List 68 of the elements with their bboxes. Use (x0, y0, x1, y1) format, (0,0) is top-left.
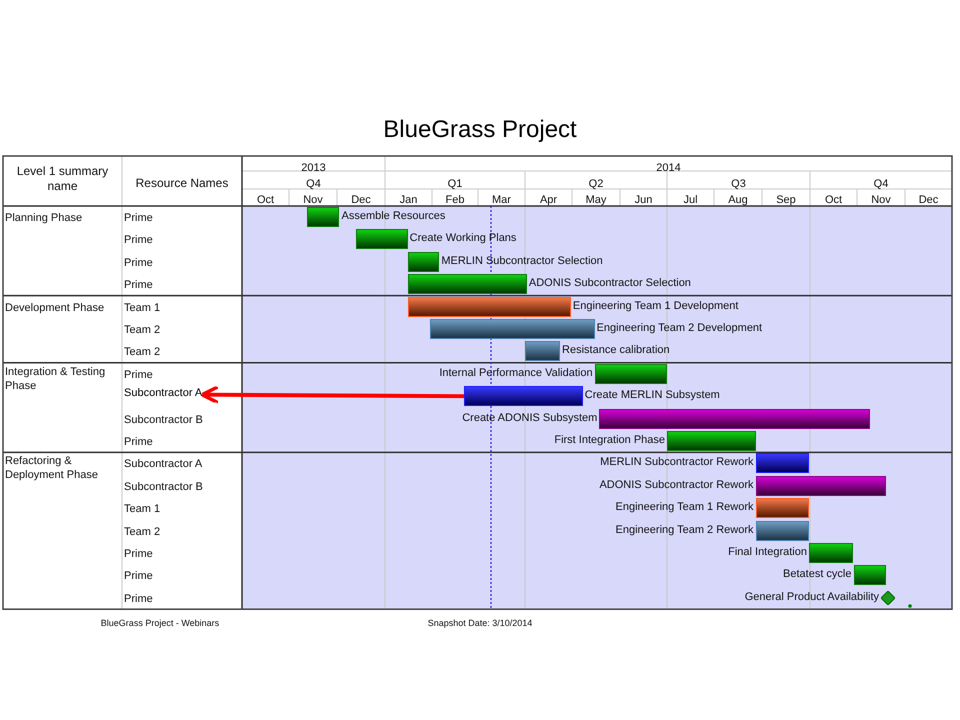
resource-name: Prime (124, 592, 153, 606)
arrow (200, 385, 464, 405)
task-label: First Integration Phase (554, 434, 666, 447)
resource-name: Team 1 (124, 300, 160, 315)
footer-text: BlueGrass Project - Webinars (100, 617, 220, 629)
resource-name: Prime (124, 233, 153, 248)
resource-name: Subcontractor B (124, 480, 203, 494)
phase-name: Refactoring & Deployment Phase (5, 454, 99, 482)
column-header: Level 1 summary name (16, 164, 110, 194)
resource-name: Team 2 (124, 345, 160, 360)
task-label: Assemble Resources (341, 210, 446, 223)
phase-name: Planning Phase (5, 211, 82, 225)
task-label: Betatest cycle (783, 568, 852, 582)
resource-name: Prime (124, 368, 153, 382)
footer-text: Snapshot Date: 3/10/2014 (428, 617, 532, 629)
resource-name: Prime (124, 211, 153, 225)
resource-name: Subcontractor A (124, 387, 202, 400)
quarter-label: Q4 (874, 177, 888, 191)
task-label: Create Working Plans (410, 232, 516, 246)
task-label: ADONIS Subcontractor Selection (528, 277, 691, 290)
resource-name: Prime (124, 256, 153, 270)
resource-name: Prime (124, 435, 153, 449)
task-label: Resistance calibration (562, 344, 670, 358)
resource-name: Team 2 (124, 524, 160, 539)
task-label: ADONIS Subcontractor Rework (599, 478, 754, 492)
task-label: Create ADONIS Subsystem (462, 412, 598, 425)
month-label: Aug (728, 193, 748, 207)
resource-name: Prime (124, 278, 153, 292)
task-label: Engineering Team 1 Development (572, 300, 738, 313)
resource-name: Prime (124, 547, 153, 561)
resource-name: Team 1 (124, 502, 160, 516)
month-label: Nov (871, 193, 891, 207)
quarter-label: Q3 (731, 177, 746, 191)
month-label: Sep (776, 193, 796, 207)
month-label: May (586, 193, 606, 207)
month-label: Apr (540, 193, 558, 207)
column-header: Resource Names (136, 176, 228, 191)
task-label: General Product Availability (744, 590, 880, 604)
month-label: Dec (918, 193, 938, 207)
task-label: Engineering Team 2 Rework (616, 524, 754, 537)
year-label: 2014 (656, 161, 681, 175)
month-label: Jun (634, 193, 652, 207)
month-label: Mar (492, 193, 511, 207)
month-label: Oct (824, 193, 842, 207)
task-label: Internal Performance Validation (439, 366, 593, 380)
month-label: Dec (351, 193, 371, 207)
phase-name: Integration & Testing Phase (5, 364, 106, 393)
year-label: 2013 (301, 161, 326, 175)
resource-name: Subcontractor B (124, 412, 203, 427)
task-label: Engineering Team 1 Rework (616, 501, 754, 514)
month-label: Feb (446, 193, 464, 207)
resource-name: Prime (124, 569, 153, 584)
task-label: Create MERLIN Subsystem (584, 389, 720, 402)
month-label: Jan (400, 193, 418, 207)
task-label: Final Integration (728, 546, 807, 559)
resource-name: Team 2 (124, 323, 160, 337)
chart-title: BlueGrass Project (383, 116, 577, 143)
quarter-label: Q2 (588, 177, 604, 191)
task-label: Engineering Team 2 Development (596, 322, 762, 335)
quarter-label: Q1 (448, 177, 462, 191)
quarter-label: Q4 (306, 177, 321, 191)
phase-name: Development Phase (5, 300, 104, 315)
month-label: Oct (256, 193, 274, 207)
month-label: Jul (683, 193, 698, 207)
task-label: MERLIN Subcontractor Selection (441, 254, 603, 268)
resource-name: Subcontractor A (124, 457, 202, 472)
month-label: Nov (303, 193, 323, 207)
task-label: MERLIN Subcontractor Rework (600, 456, 754, 470)
